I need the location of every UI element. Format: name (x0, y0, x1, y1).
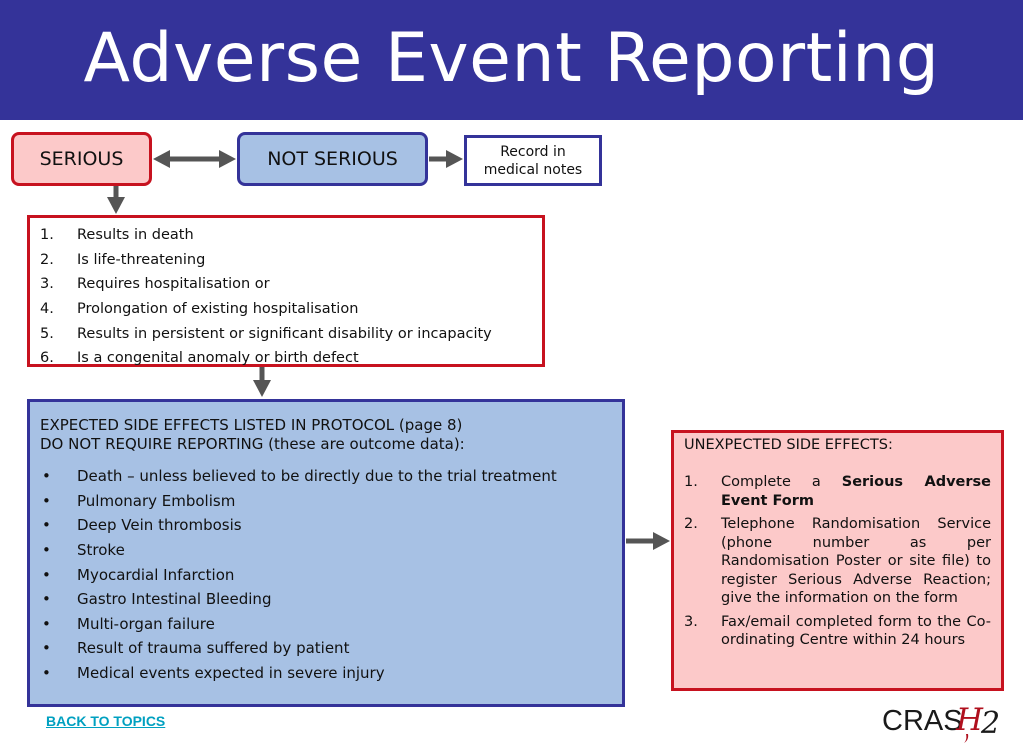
list-item: • Result of trauma suffered by patient (40, 636, 612, 661)
bullet: • (42, 491, 51, 510)
unexpected-side-effects-box: UNEXPECTED SIDE EFFECTS: 1. Complete a S… (671, 430, 1004, 691)
item-number: 4. (40, 301, 54, 318)
item-text: Is life-threatening (77, 251, 206, 268)
logo-text-main: CRAS (882, 705, 963, 737)
item-text: Results in persistent or significant dis… (77, 325, 492, 342)
crash2-logo: CRAS H 2 (882, 702, 1000, 743)
list-item: • Pulmonary Embolism (40, 489, 612, 514)
item-number: 3. (684, 613, 698, 630)
list-item: 5. Results in persistent or significant d… (40, 321, 536, 346)
bullet: • (42, 541, 51, 560)
item-number: 3. (40, 276, 54, 293)
back-to-topics-link[interactable]: BACK TO TOPICS (46, 713, 166, 729)
list-item: • Gastro Intestinal Bleeding (40, 587, 612, 612)
bullet: • (42, 516, 51, 535)
serious-label: SERIOUS (39, 148, 124, 170)
list-item: 1. Complete a Serious Adverse Event Form (684, 473, 991, 510)
item-prefix: Complete a (721, 474, 842, 490)
list-item: • Medical events expected in severe injur… (40, 661, 612, 686)
list-item: 4. Prolongation of existing hospitalisati… (40, 297, 536, 322)
item-text: Multi-organ failure (77, 614, 215, 633)
list-item: 2. Telephone Randomisation Service (phon… (684, 515, 991, 608)
blood-drop-icon (964, 734, 969, 743)
sae-form-name: Serious Adverse Event Form (721, 474, 991, 509)
logo-text-num: 2 (980, 706, 1000, 741)
logo-text-accent: H (955, 702, 984, 738)
record-node: Record in medical notes (464, 135, 602, 186)
list-item: 1. Results in death (40, 223, 536, 248)
bullet: • (42, 664, 51, 683)
item-text: Myocardial Infarction (77, 565, 235, 584)
item-text: Stroke (77, 541, 125, 560)
list-item: • Deep Vein thrombosis (40, 513, 612, 538)
serious-criteria-box: 1. Results in death 2. Is life-threatening… (27, 215, 545, 367)
item-number: 2. (40, 251, 54, 268)
item-number: 2. (684, 516, 698, 532)
list-item: 2. Is life-threatening (40, 248, 536, 273)
serious-down-arrow (107, 186, 125, 214)
notserious-record-arrow (429, 150, 463, 168)
item-text: Gastro Intestinal Bleeding (77, 590, 272, 609)
list-item: • Multi-organ failure (40, 612, 612, 637)
bullet: • (42, 467, 51, 486)
serious-notserious-arrow (153, 150, 236, 168)
item-text: Result of trauma suffered by patient (77, 639, 350, 658)
bullet: • (42, 565, 51, 584)
item-text: Complete a Serious Adverse Event Form (721, 473, 991, 510)
item-text: Deep Vein thrombosis (77, 516, 242, 535)
item-number: 1. (40, 227, 54, 244)
item-text: Is a congenital anomaly or birth defect (77, 350, 359, 367)
list-item: • Death – unless believed to be directly … (40, 464, 612, 489)
item-text: Requires hospitalisation or (77, 276, 270, 293)
item-text: Pulmonary Embolism (77, 491, 236, 510)
not-serious-label: NOT SERIOUS (267, 148, 398, 170)
not-serious-node: NOT SERIOUS (237, 132, 428, 186)
item-number: 1. (684, 474, 698, 490)
item-text: Death – unless believed to be directly d… (77, 467, 557, 486)
title-bar: Adverse Event Reporting (0, 0, 1023, 120)
bullet: • (42, 614, 51, 633)
item-text: Telephone Randomisation Service (phone n… (721, 516, 991, 606)
bullet: • (42, 639, 51, 658)
item-text: Results in death (77, 227, 194, 244)
item-text: Prolongation of existing hospitalisation (77, 301, 359, 318)
item-text: Medical events expected in severe injury (77, 664, 385, 683)
bullet: • (42, 590, 51, 609)
list-item: • Myocardial Infarction (40, 562, 612, 587)
list-item: 3. Requires hospitalisation or (40, 272, 536, 297)
expected-header: EXPECTED SIDE EFFECTS LISTED IN PROTOCOL… (40, 416, 612, 454)
expected-side-effects-box: EXPECTED SIDE EFFECTS LISTED IN PROTOCOL… (27, 399, 625, 707)
serious-node: SERIOUS (11, 132, 152, 186)
list-item: 3. Fax/email completed form to the Co-or… (684, 613, 991, 650)
item-text: Fax/email completed form to the Co-ordin… (721, 613, 991, 649)
page-title: Adverse Event Reporting (83, 19, 940, 98)
list-item: 6. Is a congenital anomaly or birth defec… (40, 346, 536, 371)
item-number: 6. (40, 350, 54, 367)
expected-header-line2: DO NOT REQUIRE REPORTING (these are outc… (40, 435, 465, 453)
expected-header-line1: EXPECTED SIDE EFFECTS LISTED IN PROTOCOL… (40, 416, 463, 434)
list-item: • Stroke (40, 538, 612, 563)
item-number: 5. (40, 325, 54, 342)
unexpected-header: UNEXPECTED SIDE EFFECTS: (684, 437, 893, 453)
expected-unexpected-arrow (626, 532, 670, 550)
criteria-down-arrow (253, 367, 271, 397)
